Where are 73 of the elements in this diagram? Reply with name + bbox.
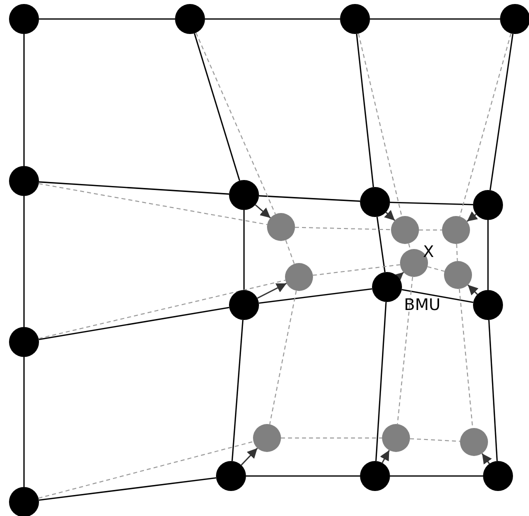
dashed-line xyxy=(459,32,512,218)
dashed-line xyxy=(285,240,295,264)
arrow xyxy=(254,204,271,218)
dashed-line xyxy=(408,243,411,250)
neuron-node xyxy=(500,4,529,34)
dashed-line xyxy=(396,276,414,425)
updated-neuron-node xyxy=(285,263,313,291)
neuron-node xyxy=(9,327,39,357)
grid-line xyxy=(38,181,230,195)
neuron-node xyxy=(360,461,390,491)
arrow xyxy=(380,450,390,464)
updated-neuron-node xyxy=(460,428,488,456)
updated-neuron-node xyxy=(382,424,410,452)
neuron-node xyxy=(229,290,259,320)
dashed-line xyxy=(427,266,445,272)
updated-neuron-node xyxy=(267,213,295,241)
updated-neuron-node xyxy=(442,216,470,244)
neuron-node xyxy=(473,190,503,220)
neuron-node xyxy=(9,487,39,516)
grid-line xyxy=(194,33,240,181)
grid-line xyxy=(243,210,245,290)
updated-neuron-node xyxy=(391,216,419,244)
dashed-line xyxy=(409,438,461,442)
dashed-line xyxy=(358,33,402,217)
grid-line xyxy=(487,220,489,290)
arrow xyxy=(466,211,478,222)
neuron-node xyxy=(229,180,259,210)
grid-line xyxy=(258,195,360,202)
grid-line xyxy=(402,289,474,303)
grid-line xyxy=(390,202,474,206)
dashed-line xyxy=(38,441,254,499)
arrow xyxy=(384,210,396,221)
bmu-label: BMU xyxy=(404,297,440,313)
neuron-node xyxy=(9,166,39,196)
neuron-node xyxy=(360,187,390,217)
grid-line xyxy=(488,320,498,462)
grid-line xyxy=(246,475,360,477)
dashed-line xyxy=(312,264,401,276)
grid-line xyxy=(205,18,340,20)
neuron-node xyxy=(473,290,503,320)
grid-line xyxy=(376,216,386,272)
input-label: X xyxy=(423,244,434,260)
neuron-node xyxy=(372,272,402,302)
grid-line xyxy=(23,357,25,487)
dashed-line xyxy=(294,226,392,230)
neuron-node xyxy=(9,4,39,34)
grid-line xyxy=(375,302,387,462)
updated-neuron-node xyxy=(444,261,472,289)
neuron-node xyxy=(175,4,205,34)
dashed-line xyxy=(38,280,286,340)
updated-neuron-node xyxy=(253,424,281,452)
grid-line xyxy=(370,18,500,20)
dashed-line xyxy=(456,243,458,262)
grid-line xyxy=(390,475,483,477)
arrow xyxy=(482,453,492,464)
grid-line xyxy=(23,34,25,166)
arrow xyxy=(467,284,478,296)
dashed-line xyxy=(269,290,297,425)
neuron-node xyxy=(216,461,246,491)
dashed-line xyxy=(38,183,268,226)
grid-line xyxy=(231,320,244,462)
grid-line xyxy=(258,288,372,304)
neuron-node xyxy=(483,461,513,491)
grid-line xyxy=(39,18,175,20)
grid-line xyxy=(356,34,374,188)
neuron-node xyxy=(340,4,370,34)
arrow xyxy=(257,282,287,299)
grid-line xyxy=(38,306,230,340)
arrow xyxy=(240,448,258,466)
grid-line xyxy=(490,34,514,190)
dashed-line xyxy=(196,32,276,215)
grid-line xyxy=(38,477,216,501)
grid-line xyxy=(23,196,25,327)
